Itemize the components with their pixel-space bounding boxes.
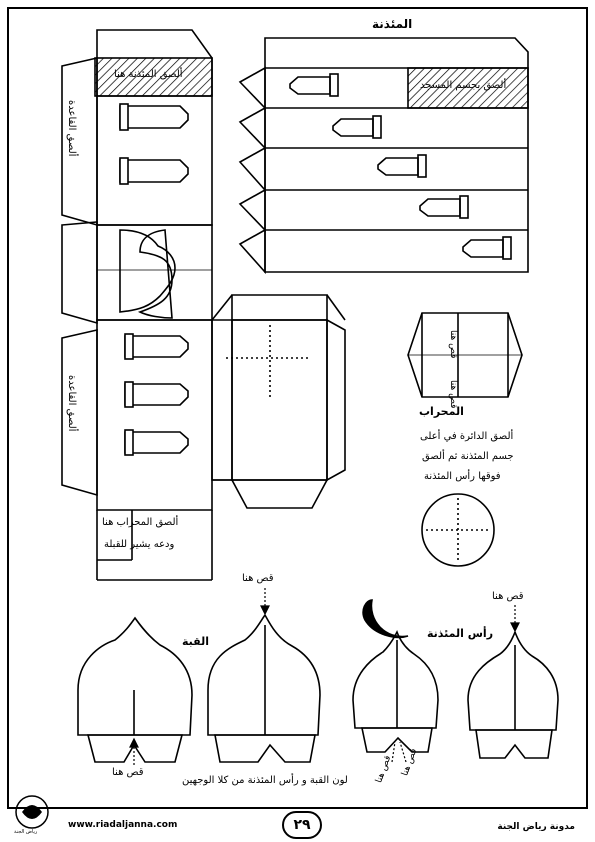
label-glue-base-top: ألصق القاعدة [66, 100, 77, 157]
circle-instruction-2: جسم المئذنة ثم ألصق [422, 451, 514, 462]
title-minaret-head: رأس المئذنة [427, 627, 494, 640]
circle-top [421, 493, 495, 567]
label-cut-dome-right: قص هنا [242, 573, 274, 584]
label-color-note: لون القبة و رأس المئذنة من كلا الوجهين [182, 775, 348, 786]
label-cut-hex-bottom: قص هنا [448, 380, 458, 409]
circle-instruction-3: فوقها رأس المئذنة [424, 471, 501, 482]
title-mihrab: المحراب [419, 405, 464, 418]
minaret-head-right [467, 629, 559, 759]
window-icons-lower [124, 333, 189, 456]
label-cut-minaret-head: قص هنا [492, 591, 524, 602]
logo-text: رياض الجنة [14, 829, 38, 835]
label-cut-hex-top: قص هنا [448, 330, 458, 359]
minaret-head-crescent [352, 599, 439, 753]
window-icons-upper [119, 103, 189, 185]
mosque-body-net [61, 29, 213, 581]
footer-blog: مدونة رياض الجنة [497, 822, 575, 832]
page-border [7, 7, 588, 809]
circle-instruction-1: ألصق الدائرة في أعلى [420, 431, 514, 442]
base-net [211, 294, 346, 509]
label-glue-base-bottom: ألصق القاعدة [66, 375, 77, 432]
title-minaret: المئذنة [372, 17, 413, 31]
cut-arrows [129, 588, 520, 765]
label-cut-dome-left: قص هنا [112, 767, 144, 778]
riad-logo [15, 795, 49, 829]
label-glue-mihrab-1: ألصق المحراب هنا [102, 517, 179, 528]
page-number: ٢٩ [282, 811, 322, 839]
footer-website: www.riadaljanna.com [68, 820, 178, 830]
label-glue-mihrab-2: ودعه يشير للقبلة [104, 539, 175, 550]
mihrab-hexagon [407, 312, 523, 398]
label-glue-minaret: ألصق المئذنة هنا [114, 69, 183, 80]
dome-left [77, 616, 193, 763]
minaret-net [238, 37, 529, 275]
title-dome: القبة [182, 635, 209, 648]
label-glue-mosque-body: ألصق بجسم المسجد [420, 80, 507, 91]
dome-right [207, 613, 321, 763]
